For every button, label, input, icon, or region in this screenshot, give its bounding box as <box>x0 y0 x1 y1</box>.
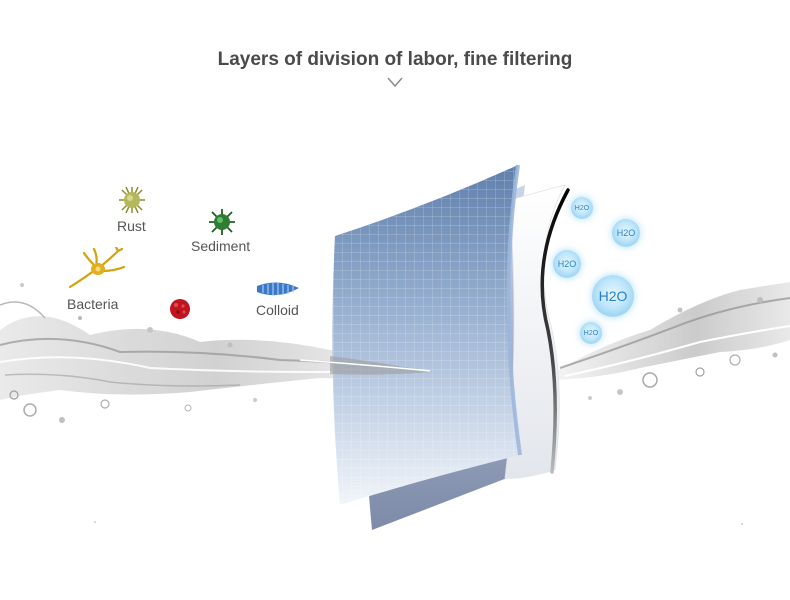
bacteria-label: Bacteria <box>67 296 118 312</box>
h2o-bubble: H2O <box>592 275 634 317</box>
page-title: Layers of division of labor, fine filter… <box>0 49 790 71</box>
bacteria-icon <box>66 247 128 291</box>
sediment-label: Sediment <box>191 238 250 254</box>
sediment-particle-icon <box>208 208 236 236</box>
h2o-bubble: H2O <box>580 322 602 344</box>
rust-particle-icon <box>117 185 147 215</box>
rust-label: Rust <box>117 218 146 234</box>
h2o-bubble: H2O <box>612 219 640 247</box>
chevron-down-icon <box>386 76 404 88</box>
h2o-bubble: H2O <box>571 197 593 219</box>
h2o-bubble: H2O <box>553 250 581 278</box>
colloid-icon <box>255 280 301 298</box>
red-cell-icon <box>168 297 192 321</box>
colloid-label: Colloid <box>256 302 299 318</box>
